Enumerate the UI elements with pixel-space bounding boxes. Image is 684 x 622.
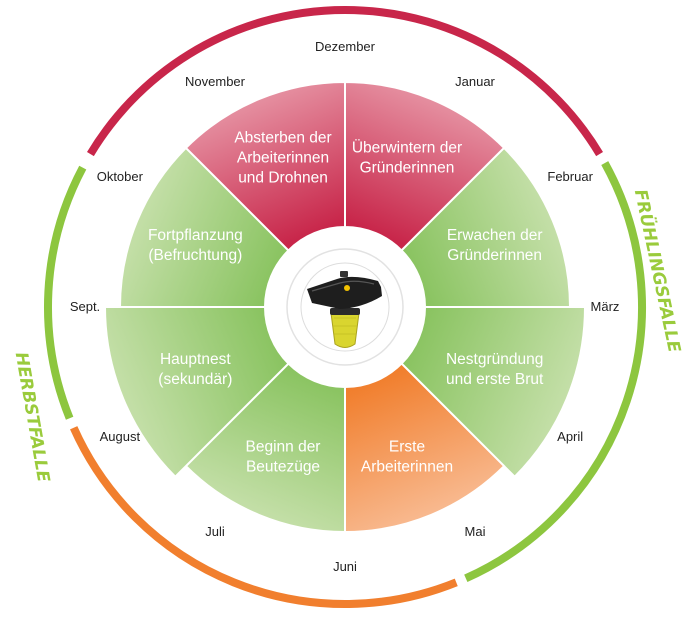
segment-label-line: Arbeiterinnen (237, 149, 329, 166)
segment-label-line: Absterben der (234, 129, 331, 146)
cycle-segment (400, 146, 572, 308)
month-label: Dezember (315, 39, 376, 54)
month-label: Mai (465, 524, 486, 539)
month-label: Februar (547, 169, 593, 184)
season-ring-arc (464, 161, 646, 582)
segment-label-line: Nestgründung (446, 351, 543, 368)
month-label: April (557, 429, 583, 444)
cycle-segment (118, 146, 290, 308)
month-label: Oktober (97, 169, 144, 184)
season-ring-arc (44, 165, 87, 420)
segment-label-line: Beutezüge (246, 459, 320, 476)
cycle-segment (184, 80, 346, 252)
season-ring-arc (70, 426, 458, 608)
segment-label-line: Arbeiterinnen (361, 459, 453, 476)
cycle-segment (400, 306, 587, 479)
month-label: November (185, 74, 246, 89)
lifecycle-segments (103, 80, 587, 534)
segment-label-line: und erste Brut (446, 371, 544, 388)
cycle-segment (344, 80, 506, 252)
segment-label-line: Hauptnest (160, 351, 231, 368)
season-ring-arc (86, 6, 604, 157)
segment-label-line: Erwachen der (447, 227, 543, 244)
month-label: März (591, 299, 620, 314)
segment-label-line: (sekundär) (158, 371, 232, 388)
autumn-trap-label: HERBSTFALLE (11, 351, 54, 484)
wasp-trap-icon (277, 239, 413, 375)
month-label: Sept. (70, 299, 100, 314)
cycle-segment (344, 362, 506, 534)
segment-label-line: (Befruchtung) (148, 247, 242, 264)
cycle-segment (184, 362, 346, 534)
month-label: Juni (333, 559, 357, 574)
segment-label-line: Fortpflanzung (148, 227, 243, 244)
cycle-segment (103, 306, 290, 479)
segment-label-line: Gründerinnen (447, 247, 542, 264)
month-label: Januar (455, 74, 495, 89)
month-label: Juli (205, 524, 225, 539)
segment-label-line: Gründerinnen (360, 159, 455, 176)
season-ring (44, 6, 646, 608)
month-label: August (100, 429, 141, 444)
segment-label-line: Überwintern der (352, 138, 462, 156)
segment-label-line: Beginn der (246, 439, 321, 456)
segment-label-line: Erste (389, 439, 425, 456)
segment-label-line: und Drohnen (238, 169, 328, 186)
